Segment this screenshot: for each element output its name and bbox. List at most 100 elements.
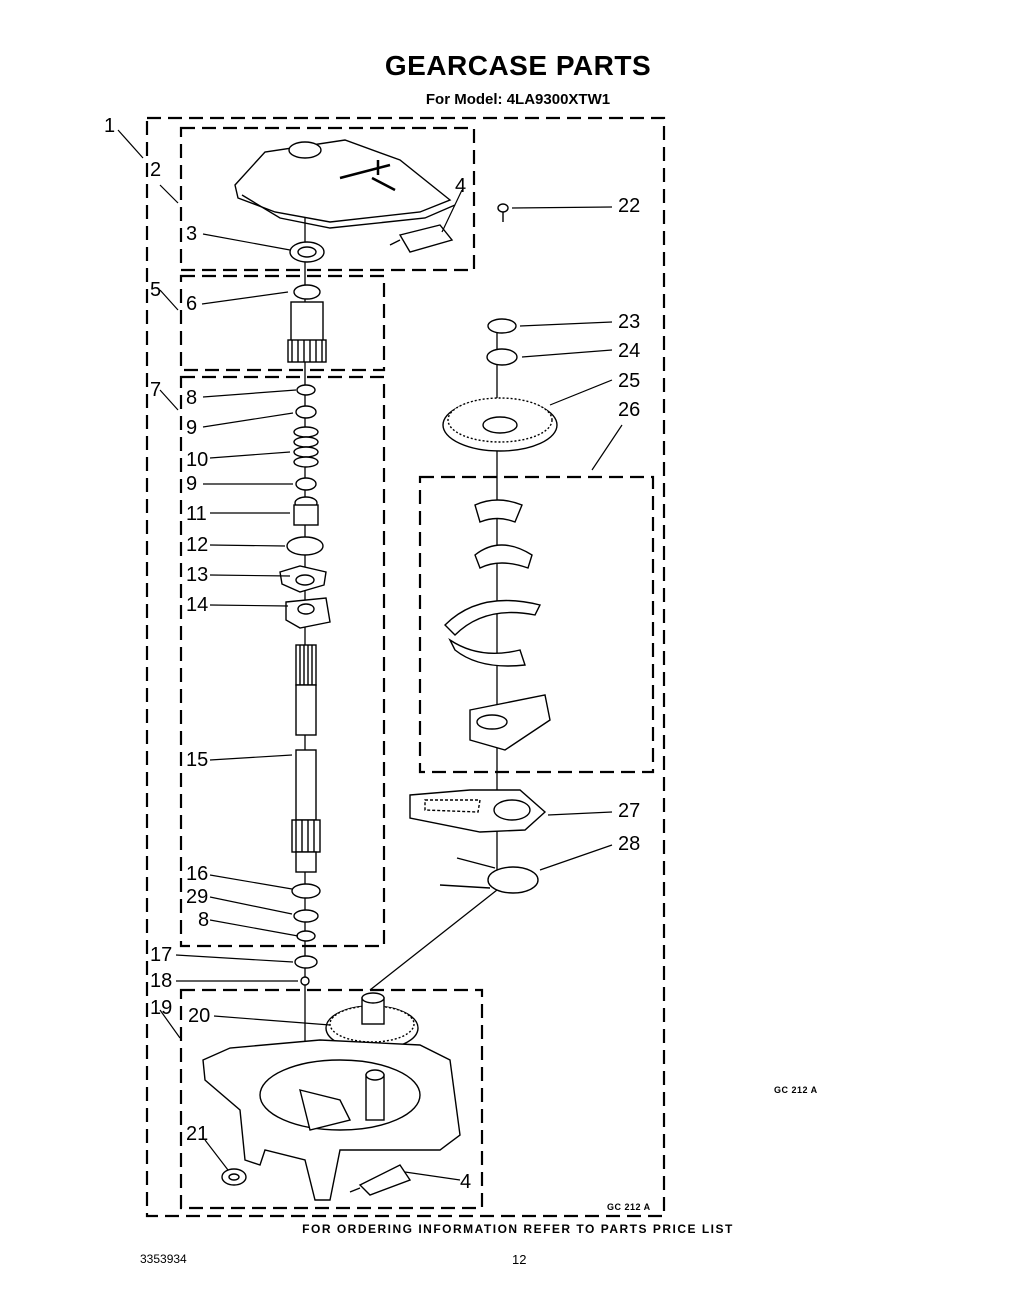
callout-29: 29 bbox=[186, 886, 209, 908]
spring-28 bbox=[439, 857, 539, 894]
shift-assembly-26 bbox=[444, 499, 551, 751]
leader-2 bbox=[159, 184, 179, 204]
callout-13: 13 bbox=[186, 564, 209, 586]
model-subtitle: For Model: 4LA9300XTW1 bbox=[425, 91, 611, 108]
gear-25 bbox=[442, 397, 558, 452]
callout-20: 20 bbox=[188, 1005, 211, 1027]
cam-14 bbox=[285, 597, 331, 629]
leader-10 bbox=[209, 451, 291, 459]
leader-12 bbox=[209, 544, 286, 547]
washer-9a bbox=[295, 405, 317, 419]
grease-tube-top bbox=[389, 224, 454, 253]
cover-seal bbox=[289, 241, 325, 263]
leader-26 bbox=[591, 424, 623, 471]
callout-15: 15 bbox=[186, 749, 209, 771]
callout-19: 19 bbox=[150, 997, 173, 1019]
leader-22 bbox=[511, 206, 613, 209]
callout-27: 27 bbox=[618, 800, 641, 822]
leader-24 bbox=[521, 349, 613, 358]
leader-29 bbox=[209, 896, 293, 915]
callout-2: 2 bbox=[150, 159, 162, 181]
callout-28: 28 bbox=[618, 833, 641, 855]
ring-23 bbox=[487, 318, 517, 334]
callout-26: 26 bbox=[618, 399, 641, 421]
leader-15 bbox=[209, 754, 293, 761]
ring-8a bbox=[296, 384, 316, 396]
page-title: GEARCASE PARTS bbox=[384, 50, 652, 81]
callout-12: 12 bbox=[186, 534, 209, 556]
assembly-frame-1 bbox=[145, 116, 666, 1218]
leader-17 bbox=[175, 954, 294, 963]
cam-13 bbox=[279, 565, 327, 593]
callout-17: 17 bbox=[150, 944, 173, 966]
spring-10 bbox=[293, 426, 319, 468]
leader-23 bbox=[519, 321, 613, 327]
washer-29 bbox=[293, 909, 319, 923]
leader-4b bbox=[404, 1171, 461, 1181]
figure-code-inner: GC 212 A bbox=[607, 1202, 651, 1212]
callout-10: 10 bbox=[186, 449, 209, 471]
leader-25 bbox=[549, 379, 613, 406]
callout-14: 14 bbox=[186, 594, 209, 616]
callout-18: 18 bbox=[150, 970, 173, 992]
group-box-7 bbox=[179, 375, 386, 948]
ball-18 bbox=[300, 976, 310, 986]
page-number: 12 bbox=[512, 1252, 527, 1267]
leader-8b bbox=[209, 919, 299, 937]
callout-4-top: 4 bbox=[455, 175, 467, 197]
washer-9b bbox=[295, 477, 317, 491]
callout-5: 5 bbox=[150, 279, 162, 301]
leader-4a bbox=[441, 189, 463, 233]
ordering-info-note: FOR ORDERING INFORMATION REFER TO PARTS … bbox=[302, 1222, 734, 1236]
callout-21: 21 bbox=[186, 1123, 209, 1145]
callout-24: 24 bbox=[618, 340, 641, 362]
leader-21 bbox=[204, 1139, 229, 1171]
pinion-6 bbox=[287, 284, 327, 363]
washer-24 bbox=[486, 348, 518, 366]
leader-8a bbox=[202, 389, 297, 398]
callout-25: 25 bbox=[618, 370, 641, 392]
callout-1: 1 bbox=[104, 115, 116, 137]
leader-3 bbox=[202, 233, 291, 251]
leader-19 bbox=[159, 1009, 181, 1039]
leader-27 bbox=[547, 811, 613, 816]
washer-16 bbox=[291, 883, 321, 899]
callout-16: 16 bbox=[186, 863, 209, 885]
clutch-11 bbox=[293, 496, 319, 526]
leader-5 bbox=[159, 289, 179, 311]
group-box-26 bbox=[418, 475, 655, 774]
clip-22 bbox=[497, 203, 509, 222]
callout-7: 7 bbox=[150, 379, 162, 401]
leader-14 bbox=[209, 604, 289, 607]
group-box-19 bbox=[179, 988, 484, 1210]
leader-28 bbox=[539, 844, 613, 871]
group-box-2 bbox=[179, 126, 476, 272]
gearcase-19 bbox=[202, 1039, 461, 1201]
shift-lever-27 bbox=[409, 789, 547, 833]
leader-13 bbox=[209, 574, 291, 577]
document-number: 3353934 bbox=[140, 1252, 187, 1266]
callout-4-bottom: 4 bbox=[460, 1171, 472, 1193]
callout-11: 11 bbox=[186, 503, 207, 525]
gearcase-cover bbox=[234, 139, 456, 229]
callout-8-bottom: 8 bbox=[198, 909, 210, 931]
leader-20 bbox=[213, 1015, 331, 1026]
leader-9a bbox=[202, 412, 294, 428]
ring-8b bbox=[296, 930, 316, 942]
seal-21 bbox=[221, 1168, 247, 1186]
washer-17 bbox=[294, 955, 318, 969]
figure-code: GC 212 A bbox=[774, 1085, 818, 1095]
callout-6: 6 bbox=[186, 293, 198, 315]
ring-12 bbox=[286, 536, 324, 556]
agitator-shaft-15 bbox=[291, 644, 321, 873]
callout-8-top: 8 bbox=[186, 387, 198, 409]
callout-9-bottom: 9 bbox=[186, 473, 198, 495]
callout-23: 23 bbox=[618, 311, 641, 333]
callout-22: 22 bbox=[618, 195, 641, 217]
leader-7 bbox=[159, 389, 179, 411]
group-box-5 bbox=[179, 274, 386, 372]
leader-1 bbox=[117, 129, 144, 159]
grease-tube-bottom bbox=[349, 1164, 412, 1196]
callout-9-top: 9 bbox=[186, 417, 198, 439]
